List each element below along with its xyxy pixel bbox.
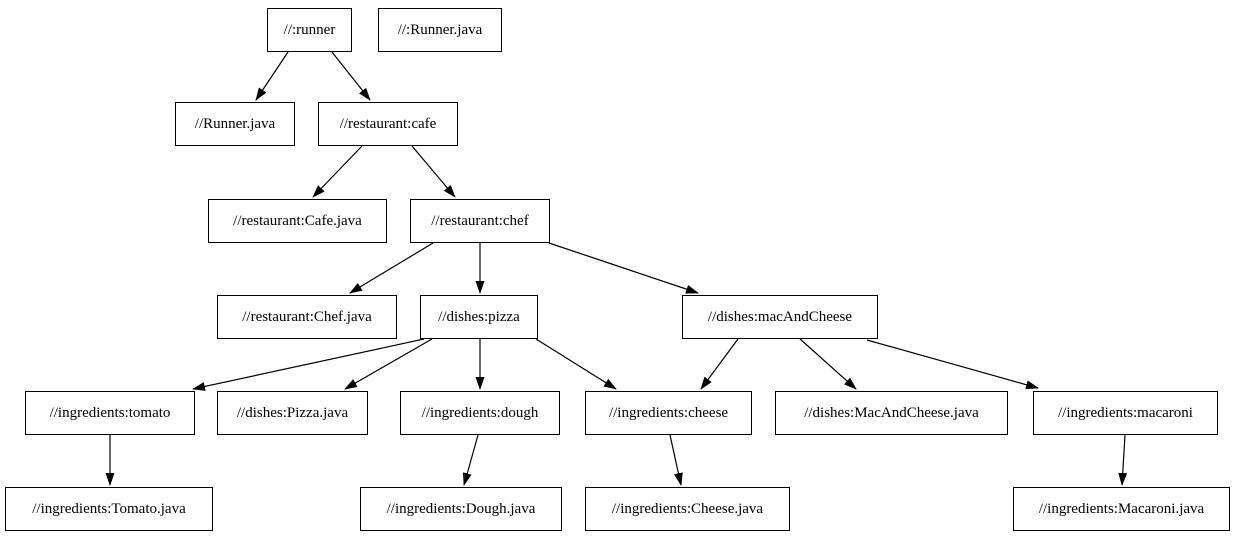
node-label-ingredients-macaroni: //ingredients:macaroni: [1058, 404, 1193, 421]
node-label-dishes-pizza-java: //dishes:Pizza.java: [236, 404, 349, 421]
node-ingredients-tomato: //ingredients:tomato: [25, 391, 195, 435]
node-ingredients-dough: //ingredients:dough: [400, 391, 560, 435]
edge-dishes-pizza-to-ingredients-tomato: [192, 338, 425, 391]
node-label-restaurant-cafe-java: //restaurant:Cafe.java: [233, 212, 362, 229]
node-ingredients-macaroni: //ingredients:macaroni: [1033, 391, 1218, 435]
node-label-restaurant-chef: //restaurant:chef: [431, 212, 529, 229]
node-label-ingredients-cheese: //ingredients:cheese: [608, 404, 729, 421]
node-label-ingredients-tomato: //ingredients:tomato: [49, 404, 171, 421]
node-label-runner: //:runner: [283, 21, 336, 38]
node-ingredients-dough-java: //ingredients:Dough.java: [360, 487, 562, 531]
node-ingredients-macaroni-java: //ingredients:Macaroni.java: [1013, 487, 1230, 531]
edge-restaurant-cafe-to-restaurant-cafe-java: [312, 145, 363, 198]
node-runner-java: //Runner.java: [175, 102, 295, 146]
node-label-dishes-mac-and-cheese-java: //dishes:MacAndCheese.java: [804, 404, 979, 421]
node-ingredients-cheese-java: //ingredients:Cheese.java: [585, 487, 790, 531]
edge-runner-to-restaurant-cafe: [331, 51, 371, 101]
node-label-ingredients-dough-java: //ingredients:Dough.java: [386, 500, 536, 517]
edge-restaurant-chef-to-dishes-mac-and-cheese: [548, 242, 699, 294]
edge-dishes-pizza-to-ingredients-cheese: [535, 338, 617, 390]
node-label-dishes-pizza: //dishes:pizza: [438, 308, 520, 325]
node-dishes-pizza-java: //dishes:Pizza.java: [217, 391, 368, 435]
edge-ingredients-cheese-to-ingredients-cheese-java: [669, 434, 683, 486]
node-label-ingredients-tomato-java: //ingredients:Tomato.java: [32, 500, 186, 517]
node-ingredients-tomato-java: //ingredients:Tomato.java: [5, 487, 213, 531]
node-dishes-mac-and-cheese-java: //dishes:MacAndCheese.java: [775, 391, 1008, 435]
edge-ingredients-dough-to-ingredients-dough-java: [462, 434, 479, 486]
node-label-root-runner-java: //:Runner.java: [397, 21, 483, 38]
node-restaurant-chef: //restaurant:chef: [410, 199, 550, 243]
node-restaurant-cafe: //restaurant:cafe: [318, 102, 458, 146]
node-dishes-pizza: //dishes:pizza: [420, 295, 538, 339]
node-label-ingredients-macaroni-java: //ingredients:Macaroni.java: [1038, 500, 1205, 517]
edge-dishes-mac-and-cheese-to-dishes-mac-and-cheese-java: [799, 338, 857, 390]
edge-ingredients-macaroni-to-ingredients-macaroni-java: [1118, 434, 1128, 486]
node-restaurant-cafe-java: //restaurant:Cafe.java: [208, 199, 387, 243]
node-label-ingredients-cheese-java: //ingredients:Cheese.java: [611, 500, 764, 517]
node-dishes-mac-and-cheese: //dishes:macAndCheese: [682, 295, 878, 339]
node-ingredients-cheese: //ingredients:cheese: [585, 391, 752, 435]
node-label-dishes-mac-and-cheese: //dishes:macAndCheese: [707, 308, 853, 325]
node-restaurant-chef-java: //restaurant:Chef.java: [217, 295, 397, 339]
edge-runner-to-runner-java: [255, 51, 289, 101]
edge-restaurant-chef-to-restaurant-chef-java: [349, 242, 434, 294]
edge-dishes-mac-and-cheese-to-ingredients-macaroni: [866, 339, 1039, 390]
node-label-restaurant-chef-java: //restaurant:Chef.java: [242, 308, 372, 325]
node-root-runner-java: //:Runner.java: [378, 8, 502, 52]
node-runner: //:runner: [267, 8, 352, 52]
edge-restaurant-cafe-to-restaurant-chef: [411, 145, 456, 198]
edge-dishes-pizza-to-dishes-pizza-java: [344, 338, 433, 390]
node-label-ingredients-dough: //ingredients:dough: [421, 404, 539, 421]
node-label-restaurant-cafe: //restaurant:cafe: [339, 115, 437, 132]
edge-dishes-mac-and-cheese-to-ingredients-cheese: [700, 338, 739, 390]
node-label-runner-java: //Runner.java: [194, 115, 276, 132]
